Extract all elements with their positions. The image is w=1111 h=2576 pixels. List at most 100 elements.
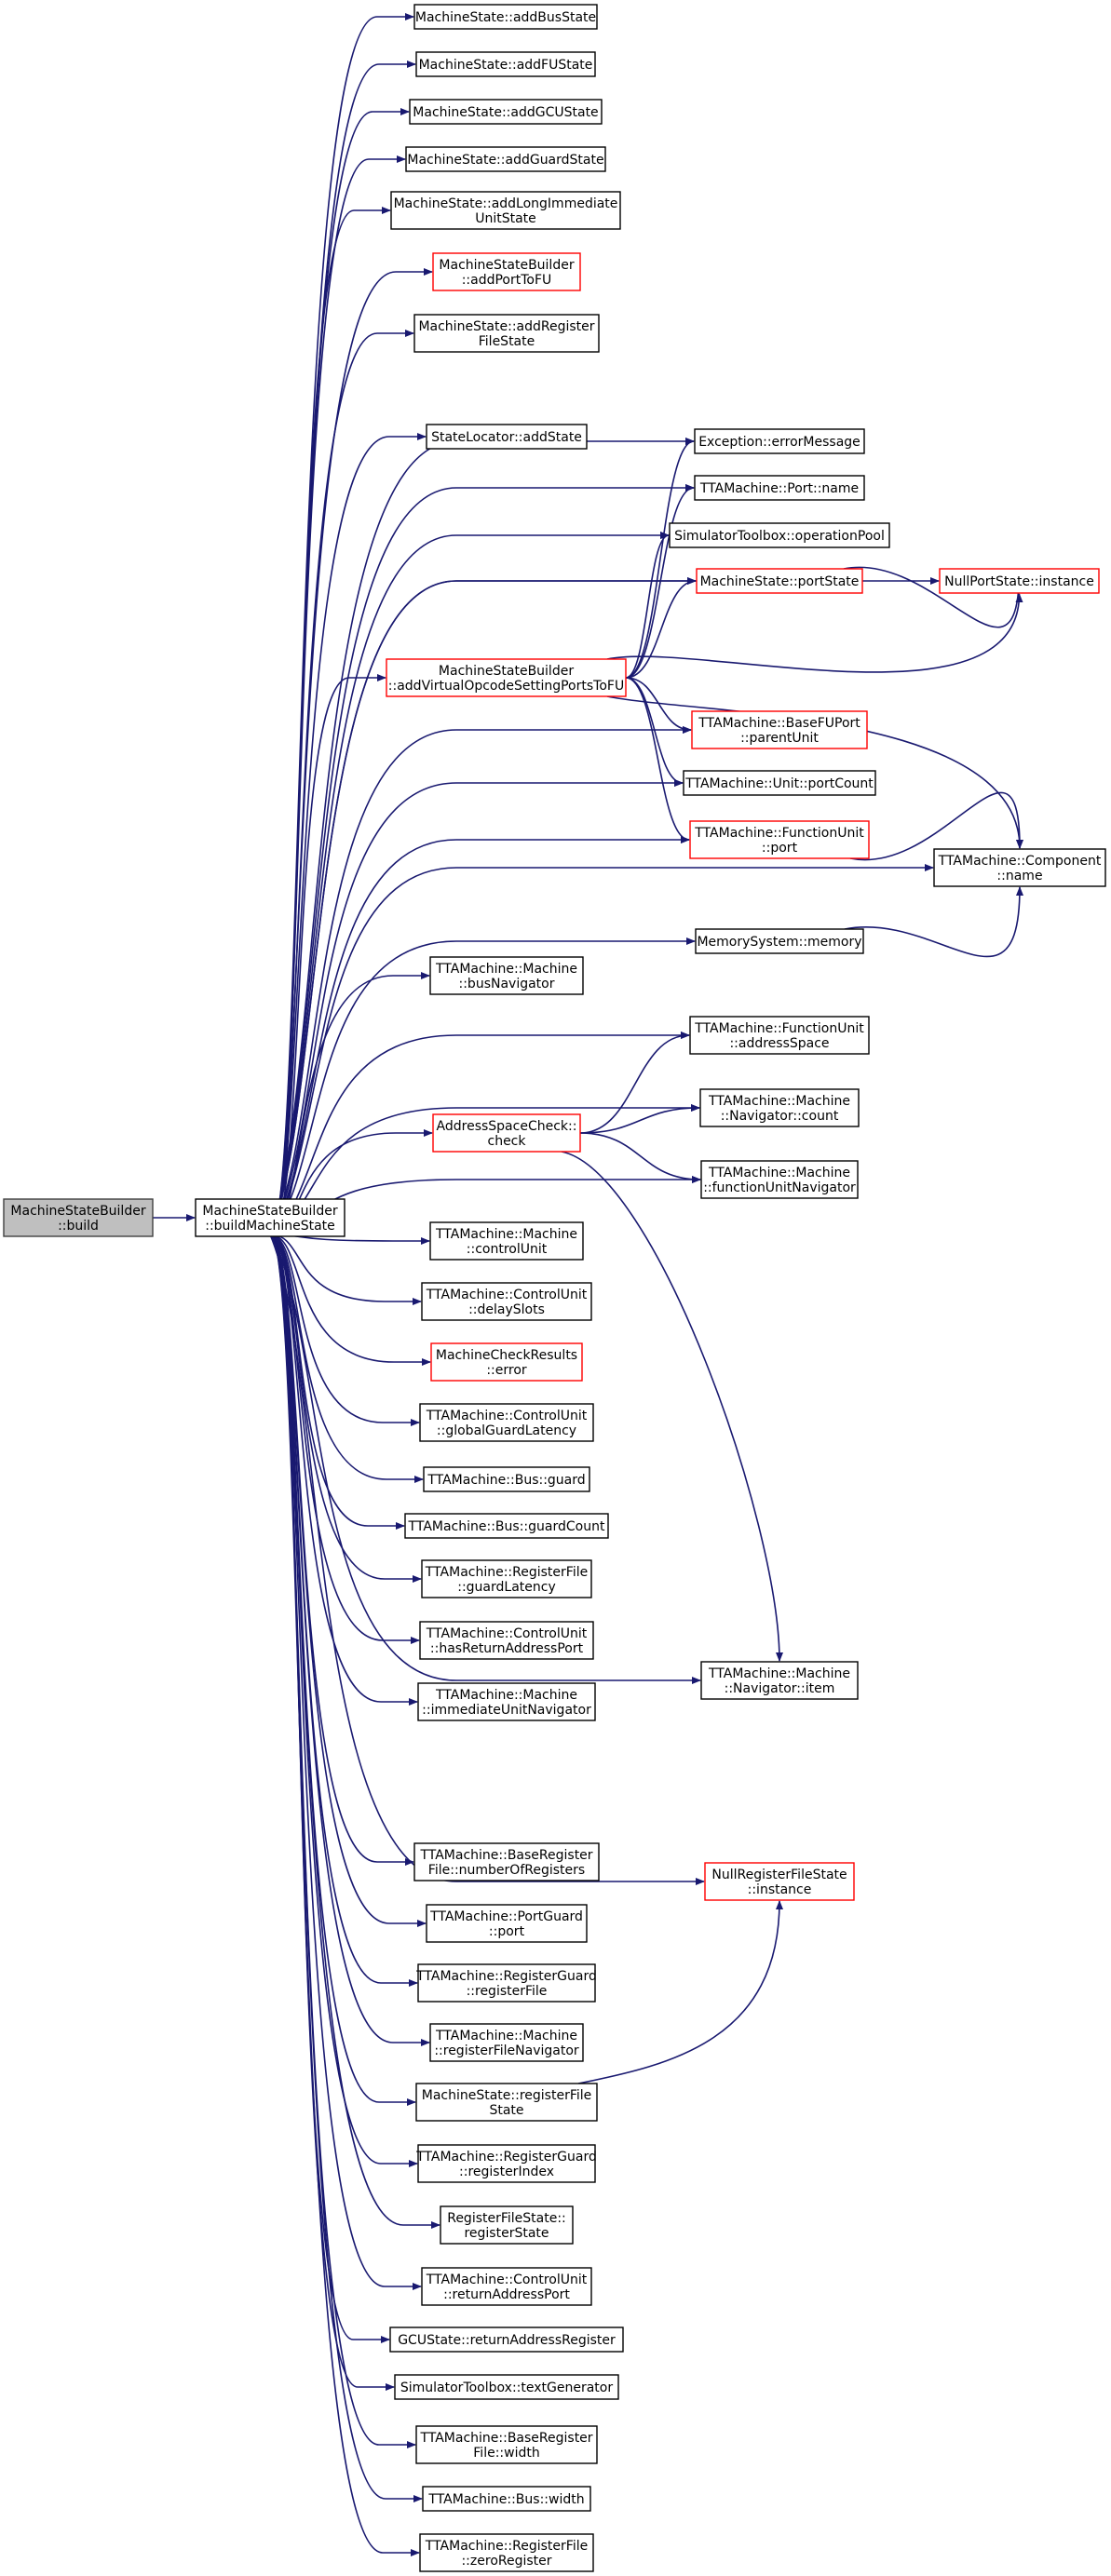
edge-bms-to-addr-space (269, 1032, 690, 1235)
node-label: ::delaySlots (468, 1302, 545, 1317)
node-box (700, 1661, 859, 1700)
node-global-guard[interactable]: TTAMachine::ControlUnit::globalGuardLate… (419, 1403, 594, 1442)
node-box (933, 848, 1106, 887)
edge-add-virt-to-err-msg (625, 438, 695, 679)
node-label: MachineStateBuilder (202, 1204, 337, 1219)
node-box (704, 1862, 855, 1901)
edge-bms-to-add-port-to-fu (269, 268, 433, 1235)
node-label: ::buildMachineState (205, 1219, 335, 1234)
node-label: MachineCheckResults (436, 1348, 577, 1363)
edge-bms-to-imm-nav (269, 1234, 418, 1706)
node-box (689, 1016, 870, 1055)
node-label: registerState (464, 2226, 549, 2241)
node-label: MachineState::addGCUState (413, 105, 598, 120)
node-rg-rf[interactable]: TTAMachine::RegisterGuard::registerFile (415, 1963, 597, 2003)
edge-add-virt-to-port-state (625, 577, 697, 679)
node-sl-add-state[interactable]: StateLocator::addState (426, 424, 588, 450)
node-label: TTAMachine::Machine (435, 2029, 577, 2043)
node-box (415, 2083, 598, 2122)
node-err-msg[interactable]: Exception::errorMessage (694, 428, 865, 454)
node-parent-unit[interactable]: TTAMachine::BaseFUPort::parentUnit (691, 710, 868, 749)
node-box (413, 4, 598, 30)
node-add-port-to-fu[interactable]: MachineStateBuilder::addPortToFU (432, 252, 581, 291)
node-label: ::port (762, 841, 798, 856)
node-port-count[interactable]: TTAMachine::Unit::portCount (683, 770, 876, 796)
node-box (390, 191, 621, 230)
node-add-fustate[interactable]: MachineState::addFUState (415, 51, 596, 77)
edge-bms-to-rf-guard-lat (269, 1234, 422, 1583)
node-label: MachineStateBuilder (439, 664, 574, 679)
node-nav-count[interactable]: TTAMachine::Machine::Navigator::count (699, 1088, 860, 1127)
node-comp-name[interactable]: TTAMachine::Component::name (933, 848, 1106, 887)
node-memory[interactable]: MemorySystem::memory (695, 928, 864, 954)
node-imm-nav[interactable]: TTAMachine::Machine::immediateUnitNaviga… (417, 1682, 596, 1721)
node-fu-port[interactable]: TTAMachine::FunctionUnit::port (689, 820, 870, 859)
node-box (423, 1466, 590, 1492)
node-text-gen[interactable]: SimulatorToolbox::textGenerator (394, 2374, 619, 2400)
node-label: ::returnAddressPort (443, 2287, 570, 2302)
node-box (440, 2205, 574, 2245)
node-null-port[interactable]: NullPortState::instance (939, 568, 1100, 594)
node-add-gcustate[interactable]: MachineState::addGCUState (409, 99, 603, 125)
node-label: TTAMachine::Machine (435, 1688, 577, 1703)
node-add-virt[interactable]: MachineStateBuilder::addVirtualOpcodeSet… (386, 658, 627, 697)
node-rf-guard-lat[interactable]: TTAMachine::RegisterFile::guardLatency (421, 1559, 592, 1598)
node-label: MemorySystem::memory (697, 935, 861, 950)
node-label: ::guardLatency (457, 1580, 556, 1595)
node-box (430, 1342, 583, 1382)
node-addr-space[interactable]: TTAMachine::FunctionUnit::addressSpace (689, 1016, 870, 1055)
node-box (939, 568, 1100, 594)
edge-asc-check-to-fu-nav (579, 1132, 701, 1183)
node-ctrl-unit[interactable]: TTAMachine::Machine::controlUnit (429, 1221, 584, 1261)
node-label: State (489, 2103, 523, 2118)
node-port-state[interactable]: MachineState::portState (696, 568, 863, 594)
node-box (413, 1842, 600, 1881)
node-nav-item[interactable]: TTAMachine::Machine::Navigator::item (700, 1661, 859, 1700)
edge-fu-port-to-comp-name (849, 791, 1023, 861)
node-label: ::registerIndex (459, 2165, 554, 2179)
node-add-bus-state[interactable]: MachineState::addBusState (413, 4, 598, 30)
node-root[interactable]: MachineStateBuilder::build (3, 1198, 154, 1237)
node-asc-check[interactable]: AddressSpaceCheck::check (432, 1113, 581, 1153)
node-box (415, 2425, 598, 2464)
node-box (3, 1198, 154, 1237)
node-has-rap[interactable]: TTAMachine::ControlUnit::hasReturnAddres… (419, 1621, 594, 1660)
node-num-regs[interactable]: TTAMachine::BaseRegisterFile::numberOfRe… (413, 1842, 600, 1881)
edge-add-virt-to-port-name (625, 484, 695, 679)
node-null-rf[interactable]: NullRegisterFileState::instance (704, 1862, 855, 1901)
node-rf-nav[interactable]: TTAMachine::Machine::registerFileNavigat… (429, 2023, 584, 2062)
node-box (421, 2267, 592, 2306)
node-box (413, 314, 600, 353)
node-rg-index[interactable]: TTAMachine::RegisterGuard::registerIndex (415, 2144, 597, 2183)
node-bus-guard[interactable]: TTAMachine::Bus::guard (423, 1466, 590, 1492)
node-port-name[interactable]: TTAMachine::Port::name (694, 475, 865, 501)
node-bus-nav[interactable]: TTAMachine::Machine::busNavigator (429, 956, 584, 995)
node-label: TTAMachine::RegisterGuard (415, 1969, 597, 1984)
node-mcr-error[interactable]: MachineCheckResults::error (430, 1342, 583, 1382)
node-zero-reg[interactable]: TTAMachine::RegisterFile::zeroRegister (419, 2533, 594, 2572)
node-label: TTAMachine::Bus::width (427, 2492, 584, 2507)
node-bus-width[interactable]: TTAMachine::Bus::width (422, 2486, 591, 2512)
node-delay-slots[interactable]: TTAMachine::ControlUnit::delaySlots (421, 1282, 592, 1321)
node-pg-port[interactable]: TTAMachine::PortGuard::port (426, 1904, 588, 1943)
edge-bms-to-nav-item (269, 1234, 701, 1685)
node-gcu-rar[interactable]: GCUState::returnAddressRegister (389, 2326, 624, 2353)
node-fu-nav[interactable]: TTAMachine::Machine::functionUnitNavigat… (700, 1160, 859, 1199)
node-ret-addr-port[interactable]: TTAMachine::ControlUnit::returnAddressPo… (421, 2267, 592, 2306)
node-box (422, 2486, 591, 2512)
node-label: ::busNavigator (459, 977, 555, 991)
node-add-guard-state[interactable]: MachineState::addGuardState (405, 146, 606, 172)
node-label: ::Navigator::count (721, 1109, 839, 1124)
node-box (386, 658, 627, 697)
node-label: TTAMachine::BaseFUPort (698, 716, 860, 731)
node-rfs-reg-state[interactable]: RegisterFileState::registerState (440, 2205, 574, 2245)
node-op-pool[interactable]: SimulatorToolbox::operationPool (669, 522, 890, 548)
node-label: TTAMachine::RegisterFile (425, 2539, 588, 2554)
node-bms[interactable]: MachineStateBuilder::buildMachineState (195, 1198, 345, 1237)
node-label: MachineStateBuilder (10, 1204, 145, 1219)
node-bus-guard-count[interactable]: TTAMachine::Bus::guardCount (404, 1513, 609, 1539)
